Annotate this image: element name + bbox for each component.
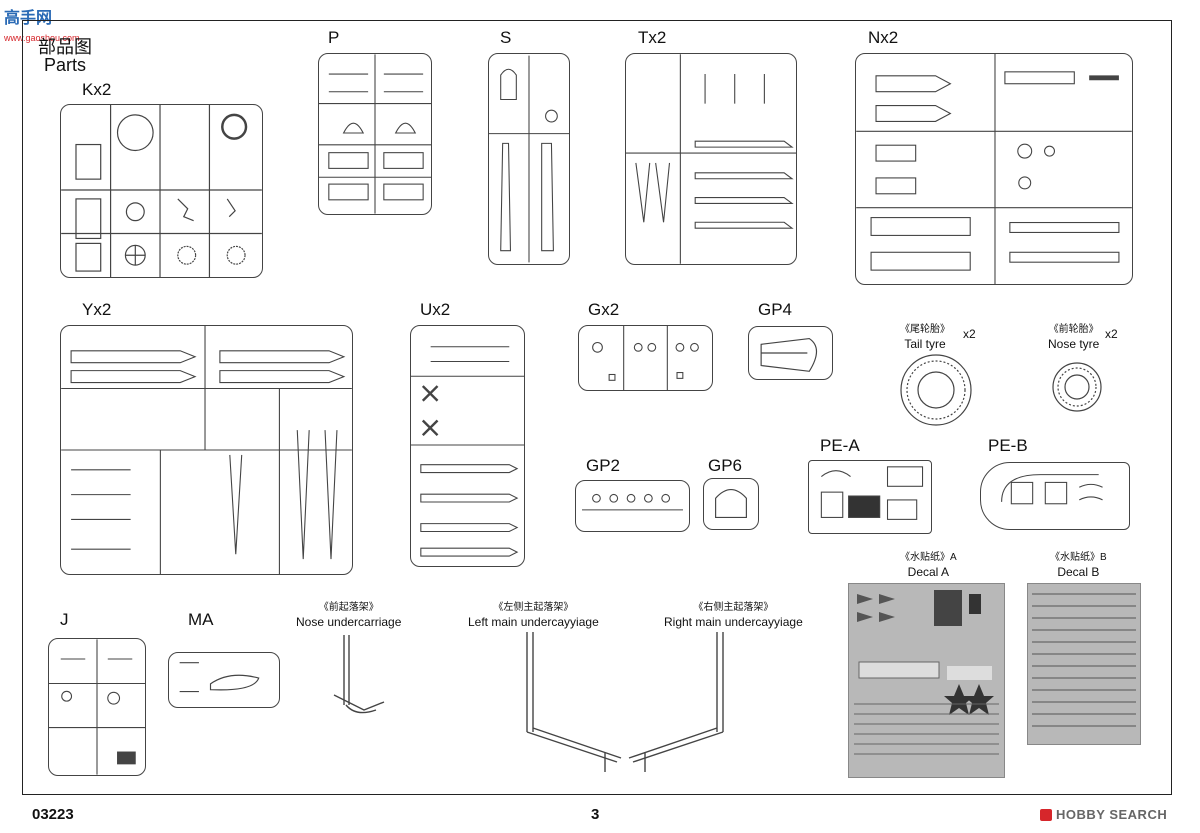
sprue-n xyxy=(855,53,1133,285)
sprue-k-drawing xyxy=(61,105,262,277)
sprue-label-gp2: GP2 xyxy=(586,456,621,475)
left-main-undercarriage-label: 《左侧主起落架》 Left main undercayyiage xyxy=(468,602,599,629)
watermark-logo: 高手网 www.gaoshou.com xyxy=(4,4,80,46)
watermark-logo-text: 高手网 xyxy=(4,10,53,27)
right-main-undercarriage-drawing xyxy=(628,632,724,772)
sprue-label-gp4: GP4 xyxy=(758,300,793,319)
sprue-s xyxy=(488,53,570,265)
page-frame xyxy=(22,20,1172,795)
hobby-search-text: HOBBY SEARCH xyxy=(1056,807,1168,822)
hobby-search-watermark: HOBBY SEARCH xyxy=(1040,807,1167,822)
tail-tyre-drawing xyxy=(900,354,972,426)
right-main-undercarriage-label: 《右侧主起落架》 Right main undercayyiage xyxy=(664,602,803,629)
page-number: 3 xyxy=(591,806,600,823)
sprue-label-u: Ux2 xyxy=(420,300,451,319)
sprue-y xyxy=(60,325,353,575)
decal-a-sheet xyxy=(848,583,1005,778)
page-title-cn: 部品图 xyxy=(38,37,92,57)
sprue-ma xyxy=(168,652,280,708)
left-main-undercarriage-drawing xyxy=(526,632,622,772)
product-code: 03223 xyxy=(32,806,74,823)
sprue-label-n: Nx2 xyxy=(868,28,899,47)
page-title-en: Parts xyxy=(44,55,87,75)
watermark-url: www.gaoshou.com xyxy=(4,33,80,43)
sprue-p xyxy=(318,53,432,215)
sprue-label-t: Tx2 xyxy=(638,28,667,47)
sprue-t xyxy=(625,53,797,265)
sprue-label-pe-a: PE-A xyxy=(820,436,860,455)
tail-tyre-qty: x2 xyxy=(963,327,976,341)
nose-tyre-drawing xyxy=(1052,362,1102,412)
sprue-label-g: Gx2 xyxy=(588,300,620,319)
nose-undercarriage-drawing xyxy=(333,635,385,714)
nose-tyre-qty: x2 xyxy=(1105,327,1118,341)
decal-b-label: 《水贴纸》B Decal B xyxy=(1050,552,1107,579)
hobby-search-icon xyxy=(1040,808,1052,821)
sprue-label-pe-b: PE-B xyxy=(988,436,1028,455)
sprue-gp2 xyxy=(575,480,690,532)
sprue-k xyxy=(60,104,263,278)
sprue-gp6 xyxy=(703,478,759,530)
sprue-pe-b xyxy=(980,462,1130,530)
sprue-label-p: P xyxy=(328,28,340,47)
nose-undercarriage-label: 《前起落架》 Nose undercarriage xyxy=(296,602,402,629)
sprue-label-s: S xyxy=(500,28,512,47)
nose-tyre-label: 《前轮胎》 Nose tyre xyxy=(1048,324,1100,351)
sprue-j xyxy=(48,638,146,776)
sprue-label-k: Kx2 xyxy=(82,80,112,99)
sprue-u xyxy=(410,325,525,567)
sprue-g xyxy=(578,325,713,391)
sprue-label-ma: MA xyxy=(188,610,214,629)
decal-a-label: 《水贴纸》A Decal A xyxy=(900,552,957,579)
sprue-label-gp6: GP6 xyxy=(708,456,743,475)
decal-b-sheet xyxy=(1027,583,1141,745)
tail-tyre-label: 《尾轮胎》 Tail tyre xyxy=(900,324,950,351)
sprue-gp4 xyxy=(748,326,833,380)
sprue-pe-a xyxy=(808,460,932,534)
sprue-label-y: Yx2 xyxy=(82,300,112,319)
sprue-label-j: J xyxy=(60,610,69,629)
